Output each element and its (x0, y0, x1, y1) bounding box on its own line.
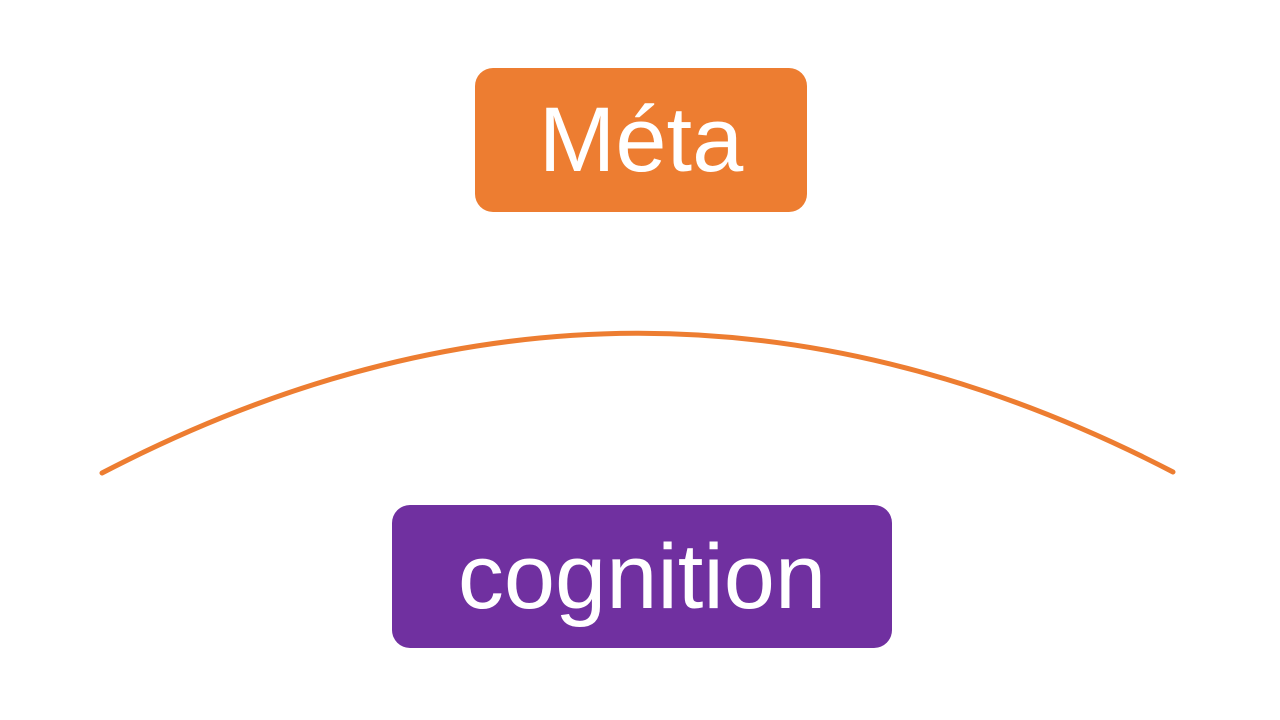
node-meta-label: Méta (538, 89, 744, 191)
node-cognition-label: cognition (457, 525, 827, 628)
node-cognition: cognition (392, 505, 892, 648)
node-meta: Méta (475, 68, 807, 212)
connector-arc-path (99, 330, 1176, 476)
